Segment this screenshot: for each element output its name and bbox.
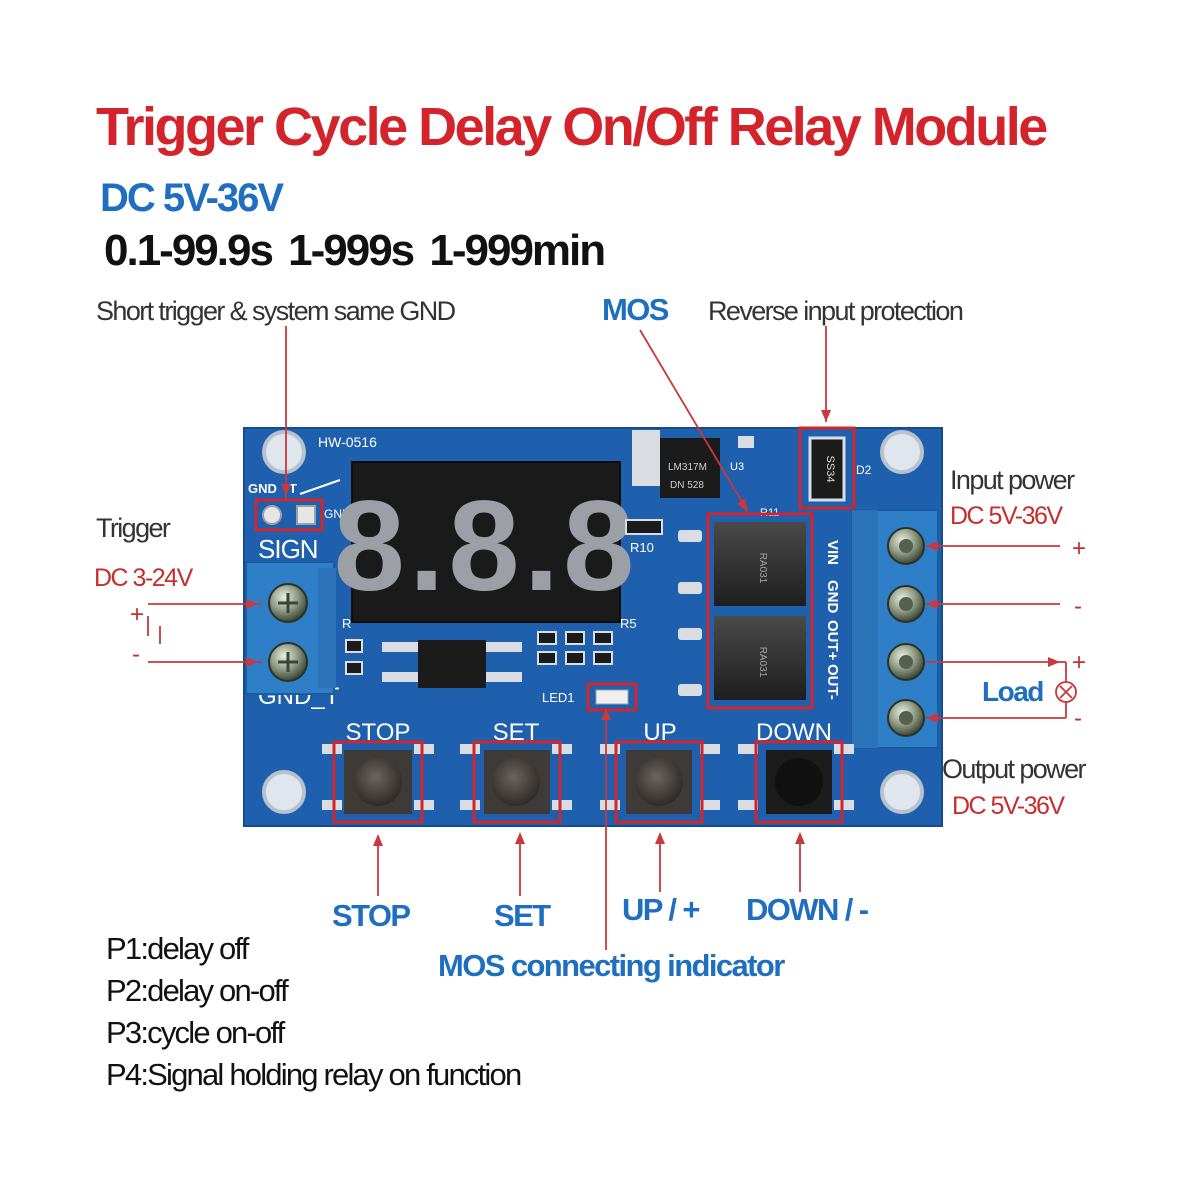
trigger-voltage-label: DC 3-24V [94,564,193,592]
svg-text:U3: U3 [730,461,744,473]
plus-sign-trigger: + [130,601,144,628]
smd-parts [345,519,663,675]
plus-sign-output: + [1072,649,1086,676]
up-button[interactable] [600,740,720,824]
mode-item: P2:delay on-off [106,973,289,1008]
gnd-small-label-2: GND [324,507,351,521]
svg-text:OUT+: OUT+ [824,620,841,661]
page-title: Trigger Cycle Delay On/Off Relay Module [96,97,1048,157]
output-power-label: Output power [942,754,1087,784]
power-terminal-block [851,509,939,749]
led-label: LED1 [542,690,575,705]
trigger-terminal-block [245,561,336,695]
set-callout: SET [494,898,551,933]
voltage-regulator: LM317M DN 528 U3 [632,430,754,498]
r10-label: R10 [630,540,654,555]
up-callout: UP / + [622,892,700,927]
svg-text:LM317M: LM317M [668,462,707,473]
svg-text:DN 528: DN 528 [670,480,704,491]
svg-text:OUT-: OUT- [824,664,841,700]
mosfet-pair: RA031 RA031 [678,512,814,710]
seven-segment-display: 8.8.8 [334,461,639,623]
optocoupler [382,640,522,688]
svg-text:8.8.8: 8.8.8 [334,475,639,618]
d2-label: D2 [856,463,872,477]
input-voltage-label: DC 5V-36V [950,502,1063,530]
reverse-protection-label: Reverse input protection [708,296,964,326]
voltage-range: DC 5V-36V [100,176,284,220]
callout-lines [147,326,1067,950]
gnd-small-label: GND [248,481,277,496]
r-left-label: R [342,616,351,631]
mos-indicator-callout: MOS connecting indicator [438,948,785,983]
trigger-label: Trigger [96,513,171,543]
stop-button[interactable] [322,740,434,824]
time-ranges: 0.1-99.9s 1-999s 1-999min [104,226,606,275]
svg-text:GND: GND [824,580,841,614]
mos-label: MOS [602,292,669,327]
sign-label: SIGN [258,534,318,564]
minus-sign-trigger: - [132,641,140,668]
mode-item: P3:cycle on-off [106,1015,285,1050]
svg-text:SS34: SS34 [824,456,836,483]
plus-sign-input: + [1072,535,1086,562]
minus-sign-output: - [1074,705,1082,732]
mode-item: P4:Signal holding relay on function [106,1057,522,1092]
set-button[interactable] [460,740,572,824]
output-voltage-label: DC 5V-36V [952,792,1065,820]
minus-sign-input: - [1074,593,1082,620]
down-button[interactable] [738,740,854,824]
stop-callout: STOP [332,898,411,933]
t-small-label: T [289,481,297,496]
r5-label: R5 [620,616,637,631]
board-model: HW-0516 [318,434,377,450]
mounting-holes [262,430,924,814]
svg-text:RA031: RA031 [757,647,768,678]
mode-item: P1:delay off [106,931,249,966]
svg-text:VIN: VIN [824,540,841,565]
load-label: Load [982,676,1044,707]
svg-text:RA031: RA031 [757,553,768,584]
input-power-label: Input power [950,465,1075,495]
callout-arrowheads [246,410,1060,846]
short-trigger-label: Short trigger & system same GND [96,296,456,326]
mode-list: P1:delay off P2:delay on-off P3:cycle on… [106,928,522,1096]
down-callout: DOWN / - [746,892,869,927]
